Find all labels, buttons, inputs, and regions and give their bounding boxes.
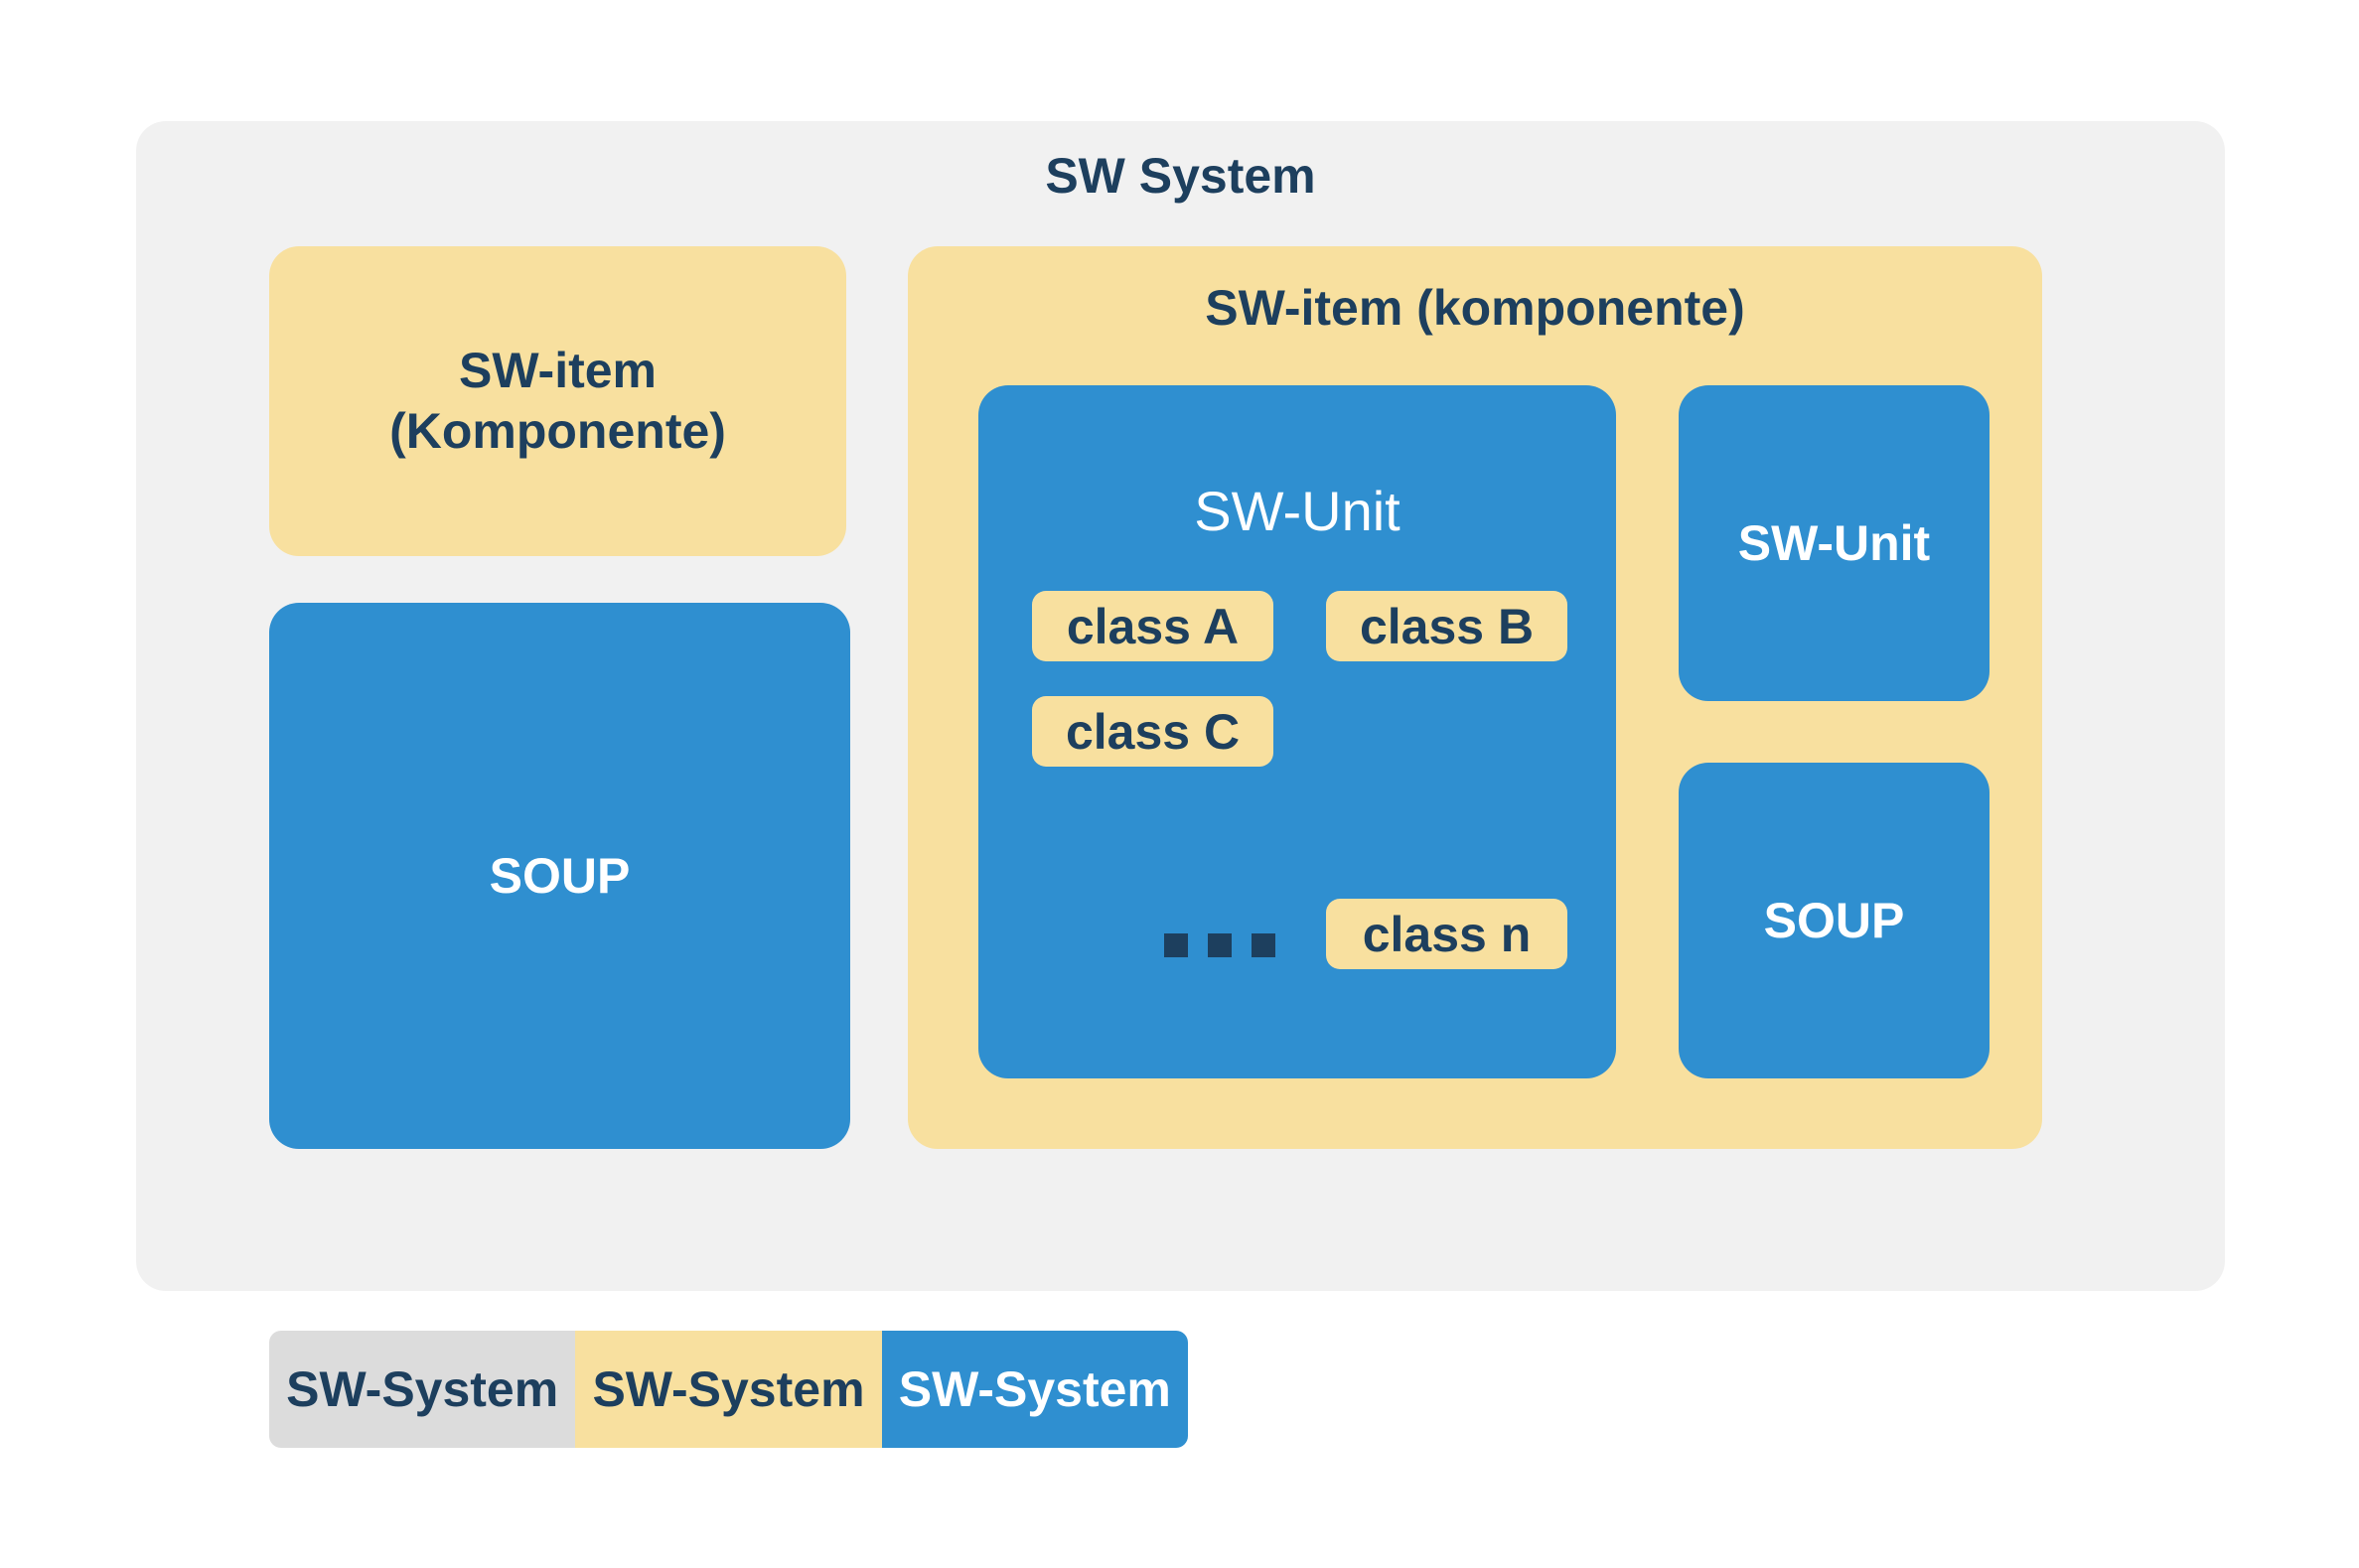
sw-unit-big-title: SW-Unit bbox=[1194, 480, 1401, 542]
sw-item-right-title: SW-item (komponente) bbox=[1205, 280, 1745, 336]
sw-item-left: SW-item (Komponente) bbox=[269, 246, 846, 556]
ellipsis-dot bbox=[1164, 933, 1188, 957]
class-a-box: class A bbox=[1032, 591, 1273, 661]
legend-item-yellow: SW-System bbox=[575, 1331, 882, 1448]
sw-unit-small-label: SW-Unit bbox=[1737, 515, 1931, 571]
legend-item-blue: SW-System bbox=[881, 1331, 1188, 1448]
class-n-box: class n bbox=[1326, 899, 1567, 969]
class-c-box: class C bbox=[1032, 696, 1273, 767]
sw-item-left-label-line2: (Komponente) bbox=[389, 403, 726, 459]
sw-item-left-label-line1: SW-item bbox=[459, 343, 657, 398]
class-b-box: class B bbox=[1326, 591, 1567, 661]
soup-small-label: SOUP bbox=[1763, 893, 1905, 948]
soup-small: SOUP bbox=[1679, 763, 1990, 1078]
soup-left: SOUP bbox=[269, 603, 850, 1149]
sw-unit-small: SW-Unit bbox=[1679, 385, 1990, 701]
ellipsis-dot bbox=[1252, 933, 1275, 957]
soup-left-label: SOUP bbox=[489, 848, 631, 904]
legend-item-gray: SW-System bbox=[269, 1331, 576, 1448]
sw-system-title: SW System bbox=[1045, 148, 1316, 204]
ellipsis-dot bbox=[1208, 933, 1232, 957]
legend: SW-System SW-System SW-System bbox=[269, 1331, 1188, 1448]
sw-item-left-label: SW-item (Komponente) bbox=[360, 341, 757, 462]
